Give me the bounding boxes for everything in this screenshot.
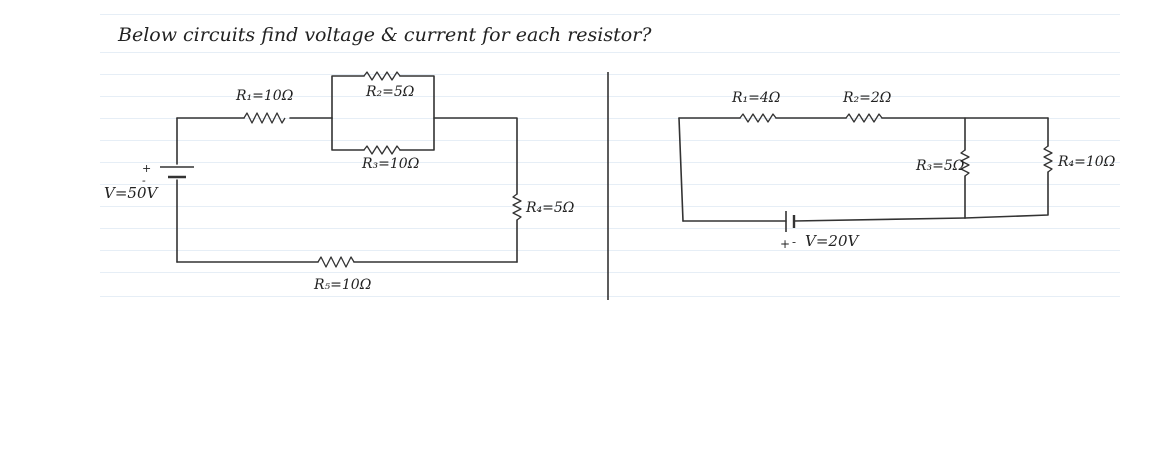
resistor-r2	[363, 71, 401, 81]
resistor-r5	[317, 256, 355, 268]
left-r3-label: R₃=10Ω	[361, 156, 420, 172]
right-source-plus: +	[780, 237, 790, 251]
wire	[399, 75, 435, 151]
resistor-r3	[960, 149, 970, 177]
resistor-r1	[243, 112, 286, 124]
wire	[331, 75, 365, 119]
left-r2-label: R₂=5Ω	[365, 84, 415, 100]
wire	[964, 171, 1049, 219]
left-source-minus: -	[142, 174, 146, 187]
right-circuit: R₁=4Ω R₂=2Ω + - V=20V R₃=5Ω R₄=10Ω	[678, 90, 1116, 251]
right-r1-label: R₁=4Ω	[731, 90, 781, 106]
resistor-r3	[363, 145, 401, 155]
notebook-rule	[100, 14, 1120, 15]
right-r4-label: R₄=10Ω	[1057, 154, 1116, 170]
left-r5-label: R₅=10Ω	[313, 277, 372, 293]
notebook-rule	[100, 206, 1120, 207]
left-circuit: + - V=50V R₁=10Ω R₂=5Ω R₃=10Ω R₄=5Ω	[104, 71, 575, 293]
notebook-rule	[100, 228, 1120, 229]
notebook-rule	[100, 52, 1120, 53]
resistor-r4	[1043, 145, 1053, 173]
notebook-rule	[100, 250, 1120, 251]
right-r3-label: R₃=5Ω	[915, 158, 965, 174]
resistor-r2	[845, 113, 883, 123]
notebook-rule	[100, 118, 1120, 119]
resistor-r1	[739, 113, 777, 123]
page-title: Below circuits find voltage & current fo…	[117, 24, 652, 46]
right-source-label: V=20V	[805, 232, 860, 250]
left-r4-label: R₄=5Ω	[525, 200, 575, 216]
left-source-plus: +	[142, 162, 151, 175]
right-r2-label: R₂=2Ω	[842, 90, 892, 106]
left-source-label: V=50V	[104, 184, 159, 202]
resistor-r4	[512, 193, 522, 221]
wire	[433, 117, 518, 195]
notebook-rule	[100, 140, 1120, 141]
notebook-rule	[100, 184, 1120, 185]
wire	[793, 217, 966, 222]
notebook-rule	[100, 96, 1120, 97]
notebook-rule	[100, 74, 1120, 75]
notebook-rule	[100, 272, 1120, 273]
notebook-rule	[100, 296, 1120, 297]
wire	[331, 117, 365, 151]
left-r1-label: R₁=10Ω	[235, 88, 294, 104]
wire	[678, 117, 684, 222]
right-source-minus: -	[792, 235, 796, 249]
notebook-rule	[100, 162, 1120, 163]
